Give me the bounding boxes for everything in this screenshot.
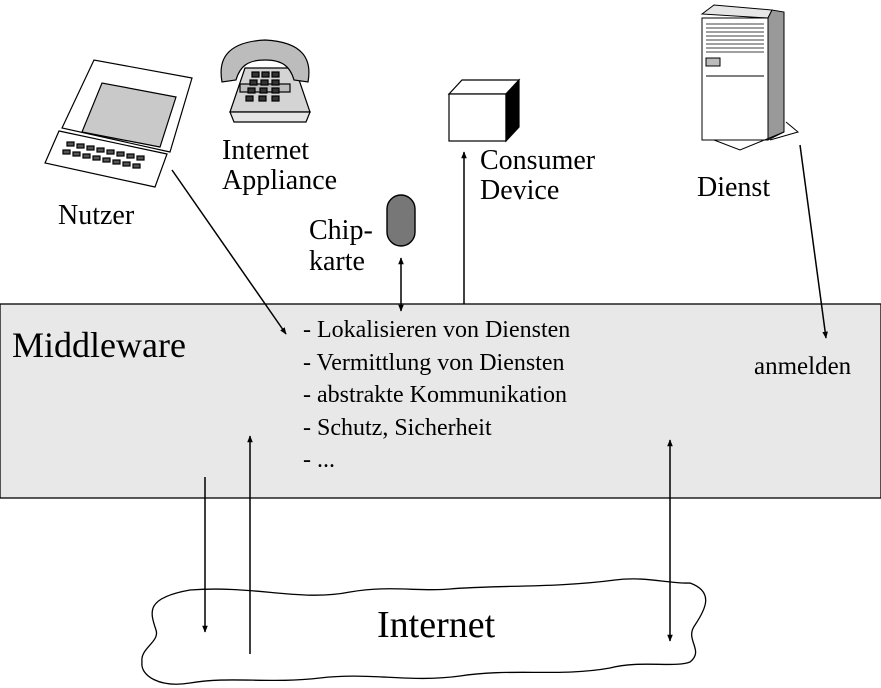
- list-item: - Vermittlung von Diensten: [303, 349, 565, 376]
- consumer-device-icon: [447, 78, 521, 143]
- register-label: anmelden: [754, 353, 852, 380]
- laptop-icon: [44, 59, 193, 188]
- appliance-label-line2: Appliance: [222, 165, 338, 196]
- telephone-icon: [220, 39, 311, 123]
- server-icon: [700, 4, 800, 151]
- middleware-title: Middleware: [12, 325, 186, 365]
- list-item: - Lokalisieren von Diensten: [303, 317, 571, 343]
- chipcard-icon: [386, 194, 416, 247]
- chipcard-label-line2: karte: [309, 246, 365, 277]
- middleware-band: [0, 303, 881, 499]
- appliance-label-line1: Internet: [222, 135, 310, 166]
- arrow-laptop-to-middleware: [171, 169, 287, 335]
- server-label: Dienst: [697, 172, 771, 203]
- chipcard-label-line1: Chip-: [309, 215, 373, 246]
- internet-cloud: [141, 578, 707, 685]
- middleware-function-list: - Lokalisieren von Diensten - Vermittlun…: [303, 314, 570, 477]
- list-item: - ...: [303, 447, 335, 473]
- internet-label: Internet: [377, 604, 496, 646]
- laptop-label: Nutzer: [58, 200, 135, 231]
- arrow-server-register: [799, 144, 828, 339]
- consumer-device-label-line1: Consumer: [480, 145, 596, 176]
- list-item: - abstrakte Kommunikation: [303, 382, 567, 408]
- list-item: - Schutz, Sicherheit: [303, 414, 492, 441]
- consumer-device-label-line2: Device: [480, 175, 560, 206]
